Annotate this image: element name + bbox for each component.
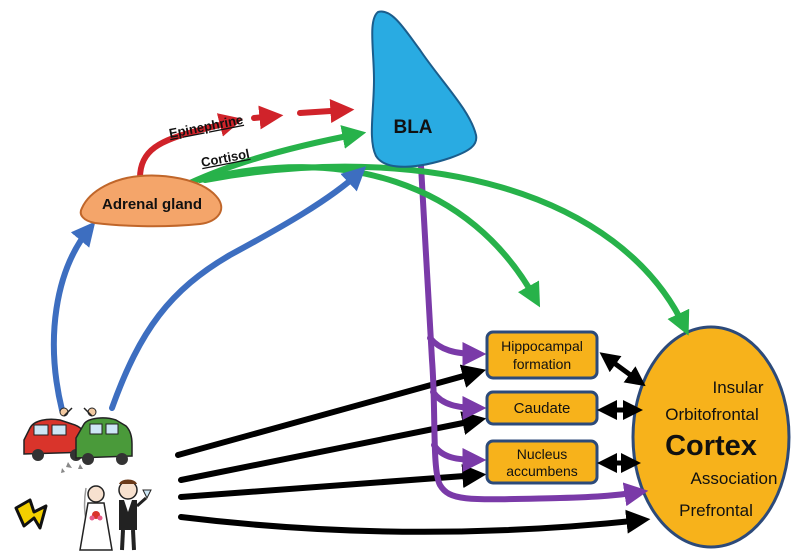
bla-label: BLA xyxy=(393,117,432,138)
epinephrine-arrows xyxy=(137,99,355,181)
adrenal-gland-node xyxy=(79,174,223,228)
cortex-region-prefrontal: Prefrontal xyxy=(679,501,753,520)
hippocampal-label-line1: Hippocampal xyxy=(501,338,583,354)
hippocampal-formation-box xyxy=(485,330,599,380)
bla-arrow-caudate xyxy=(430,389,487,420)
nucleus-label-line2: accumbens xyxy=(506,463,578,479)
epinephrine-arrow-3 xyxy=(297,99,355,123)
stimulus-arrows xyxy=(50,166,367,413)
direct-arrows xyxy=(175,364,651,535)
cortisol-to-cortex xyxy=(202,163,690,336)
direct-arrow-nucleus xyxy=(178,464,487,500)
epinephrine-label: Epinephrine xyxy=(168,112,245,141)
epinephrine-arrow-1 xyxy=(137,113,244,181)
epinephrine-arrow-2 xyxy=(251,105,284,130)
hippocampal-label-line2: formation xyxy=(513,356,571,372)
cortex-region-orbitofrontal: Orbitofrontal xyxy=(665,405,759,424)
bla-output-arrows xyxy=(417,145,649,507)
lightning-icon xyxy=(14,498,48,530)
direct-arrow-cortex xyxy=(178,509,651,535)
bla-trunk xyxy=(417,145,649,507)
caudate-label: Caudate xyxy=(514,400,571,417)
stimulus-to-adrenal xyxy=(50,221,96,413)
bla-arrow-hippocampal xyxy=(427,335,487,366)
cortex-title: Cortex xyxy=(665,430,757,462)
bla-node xyxy=(370,10,478,168)
stimulus-to-bla xyxy=(109,166,367,411)
adrenal-gland-label: Adrenal gland xyxy=(102,196,202,213)
wedding-couple-icon xyxy=(79,479,152,551)
cortex-region-insular: Insular xyxy=(712,378,763,397)
cortisol-arrows xyxy=(187,125,690,336)
hippocampal-cortex-arrow xyxy=(599,352,646,387)
cortex-node xyxy=(631,325,791,549)
cortisol-to-hippocampal xyxy=(197,164,541,308)
direct-arrow-caudate xyxy=(178,411,487,483)
direct-arrow-hippocampal xyxy=(175,364,487,458)
nucleus-label-line1: Nucleus xyxy=(517,446,568,462)
box-cortex-arrows xyxy=(596,352,646,473)
bla-arrow-nucleus xyxy=(431,442,487,472)
cortex-region-association: Association xyxy=(691,469,778,488)
car-crash-icon xyxy=(23,407,133,473)
